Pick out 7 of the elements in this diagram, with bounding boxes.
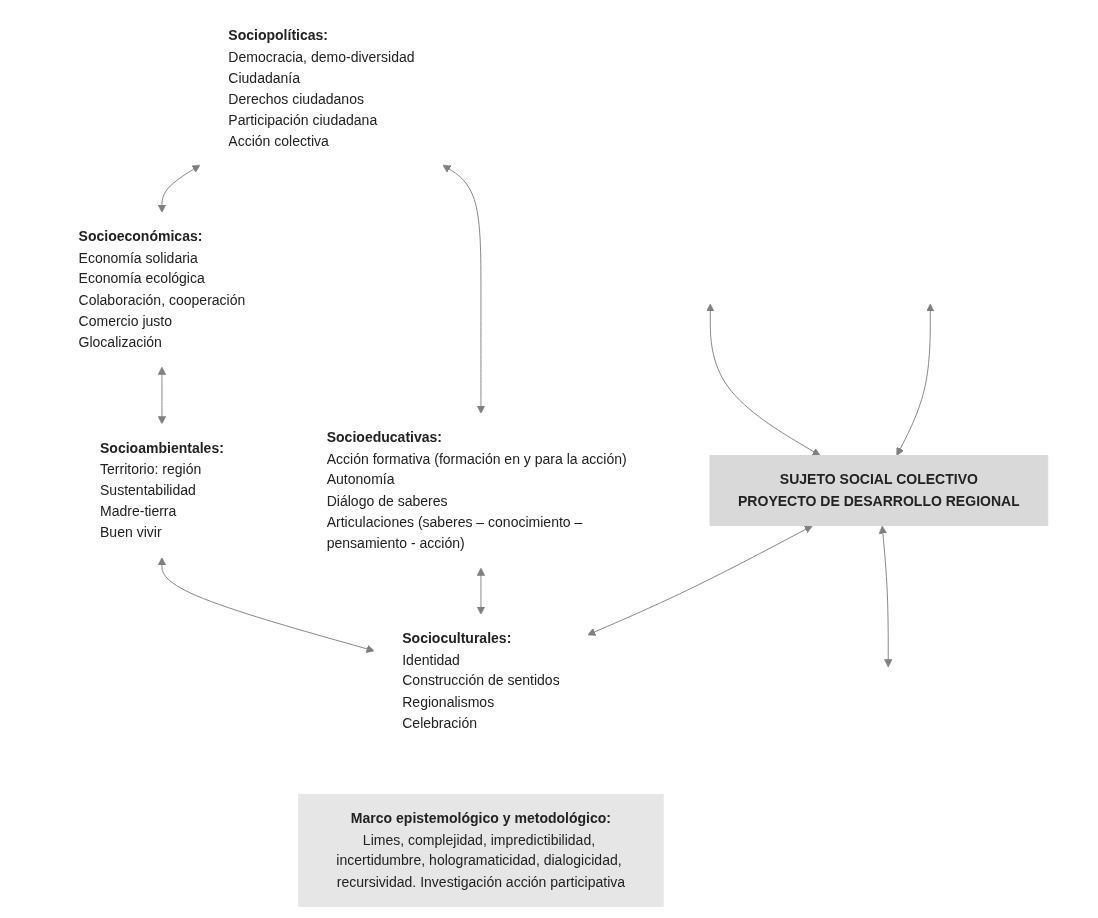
node-box: SUJETO SOCIAL COLECTIVO PROYECTO DE DESARROLLO REGIONAL	[709, 455, 1049, 527]
node-text: Socioambientales: Territorio: región Sustentabilidad Madre-tierra Buen vivir	[99, 439, 224, 540]
node-text: Socioeducativas: Acción formativa (formación en y para la acción) Autonomía Diálogo de saberes Articulaciones (saberes – conocimiento – pensamiento - acción)	[326, 429, 627, 551]
node-box: Marco epistemológico y metodológico: Limes, complejidad, impredictibilidad, incertidumbre, hologramaticidad, dialogicidad, recursividad. Investigación acción participativa	[298, 793, 664, 907]
node-text: Socioeconómicas: Economía solidaria Economía ecológica Colaboración, cooperación Comercio justo Glocalización	[78, 228, 246, 350]
node-text: Socioculturales: Identidad Construcción de sentidos Regionalismos Celebración	[402, 630, 560, 731]
node-text: Sociopolíticas: Democracia, demo-diversidad Ciudadanía Derechos ciudadanos Participación ciudadana Acción colectiva	[228, 27, 415, 149]
